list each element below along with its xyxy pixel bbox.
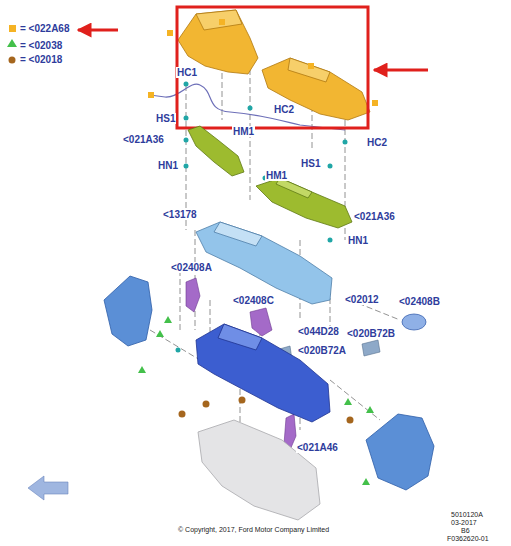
- fastener-marker: [248, 106, 253, 111]
- callout-number: HM1: [232, 126, 255, 137]
- fastener-marker: [7, 19, 378, 485]
- cowl-panel: [262, 58, 370, 120]
- drawing-stamp: 03-2017: [450, 519, 478, 527]
- fastener-marker: [9, 57, 16, 64]
- fastener-marker: [239, 397, 246, 404]
- cowl-main-panel: [218, 324, 262, 350]
- reinforcement: [276, 178, 312, 198]
- drawing-stamp: 5010120A: [450, 511, 484, 519]
- callout-number: <02408C: [232, 295, 275, 306]
- fastener-marker: [344, 398, 352, 405]
- callout-number: <021A46: [296, 442, 339, 453]
- fastener-marker: [308, 63, 314, 69]
- fastener-marker: [176, 348, 181, 353]
- fastener-marker: [347, 417, 354, 424]
- callout-number: HS1: [300, 158, 321, 169]
- reinforcement: [256, 178, 352, 228]
- side-bracket: [366, 414, 434, 490]
- pointer-arrow: [78, 29, 118, 32]
- small-bracket: [186, 278, 200, 312]
- callout-number: HC2: [273, 104, 295, 115]
- legend-entry: = <02018: [20, 54, 62, 65]
- cowl-panel: [288, 58, 330, 82]
- callout-number: <044D28: [297, 326, 340, 337]
- callout-number: HN1: [157, 160, 179, 171]
- drawing-stamp: F0362620-01: [446, 535, 490, 543]
- cowl-panel: [178, 10, 370, 120]
- small-bracket: [362, 340, 380, 356]
- fastener-marker: [164, 316, 172, 323]
- drawing-stamp: B6: [460, 527, 471, 535]
- cowl-main-panel: [196, 324, 330, 422]
- side-bracket: [104, 276, 152, 346]
- cowl-panel: [178, 10, 258, 74]
- fastener-marker: [156, 330, 164, 337]
- fastener-marker: [138, 366, 146, 373]
- callout-number: HM1: [265, 170, 288, 181]
- fastener-marker: [366, 406, 374, 413]
- legend-entry: = <02038: [20, 40, 62, 51]
- callout-number: <02408B: [398, 296, 441, 307]
- copyright-caption: © Copyright, 2017, Ford Motor Company Li…: [178, 526, 329, 533]
- fastener-marker: [328, 164, 333, 169]
- fastener-marker: [184, 82, 189, 87]
- small-bracket: [250, 308, 272, 336]
- fastener-marker: [7, 39, 17, 47]
- legend-entry: = <022A68: [20, 23, 70, 34]
- fastener-marker: [167, 30, 173, 36]
- plenum-panel: [196, 222, 332, 304]
- callout-number: HC2: [366, 137, 388, 148]
- fastener-marker: [184, 164, 189, 169]
- callout-number: <02012: [344, 294, 380, 305]
- highlight-box: [177, 7, 368, 128]
- plenum-panel: [214, 222, 262, 246]
- fastener-marker: [372, 100, 378, 106]
- callout-number: HS1: [155, 113, 176, 124]
- assembly-lines: [150, 28, 400, 430]
- callout-number: <021A36: [353, 211, 396, 222]
- fastener-marker: [328, 238, 333, 243]
- cover-plate: [402, 314, 426, 330]
- callout-number: HN1: [347, 235, 369, 246]
- assembly-lines: [150, 28, 400, 430]
- fastener-marker: [219, 19, 225, 25]
- cowl-main-panel: [196, 324, 330, 422]
- callout-number: <021A36: [122, 134, 165, 145]
- fastener-marker: [343, 140, 348, 145]
- callout-number: <020B72B: [346, 328, 396, 339]
- plenum-panel: [196, 222, 332, 304]
- fastener-marker: [203, 401, 210, 408]
- fastener-marker: [179, 411, 186, 418]
- callout-number: <020B72A: [297, 345, 347, 356]
- fastener-marker: [9, 25, 16, 32]
- fastener-marker: [148, 92, 154, 98]
- fastener-marker: [184, 138, 189, 143]
- pointer-arrow: [374, 69, 428, 72]
- callout-number: <02408A: [170, 262, 213, 273]
- dash-panel: [198, 420, 320, 520]
- callout-number: <13178: [162, 209, 198, 220]
- fastener-marker: [184, 116, 189, 121]
- callout-number: HC1: [176, 67, 198, 78]
- front-arrow: [28, 476, 68, 500]
- cowl-panel: [196, 10, 242, 30]
- reinforcement: [188, 126, 352, 228]
- fastener-marker: [362, 478, 370, 485]
